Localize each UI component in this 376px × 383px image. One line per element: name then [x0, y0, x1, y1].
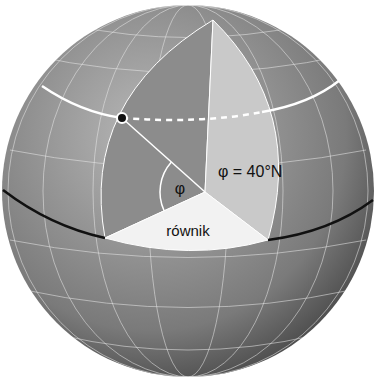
equator-label: równik — [166, 223, 209, 238]
graticule — [8, 5, 368, 377]
angle-symbol: φ — [175, 181, 185, 197]
globe — [2, 5, 374, 377]
angle-arc — [160, 162, 171, 211]
equatorial-plane — [105, 192, 268, 251]
latitude-value: φ = 40°N — [218, 164, 282, 180]
radius-line — [122, 118, 205, 192]
parallel-40n — [42, 80, 340, 120]
equator-line — [3, 190, 373, 240]
location-dot — [117, 113, 127, 123]
